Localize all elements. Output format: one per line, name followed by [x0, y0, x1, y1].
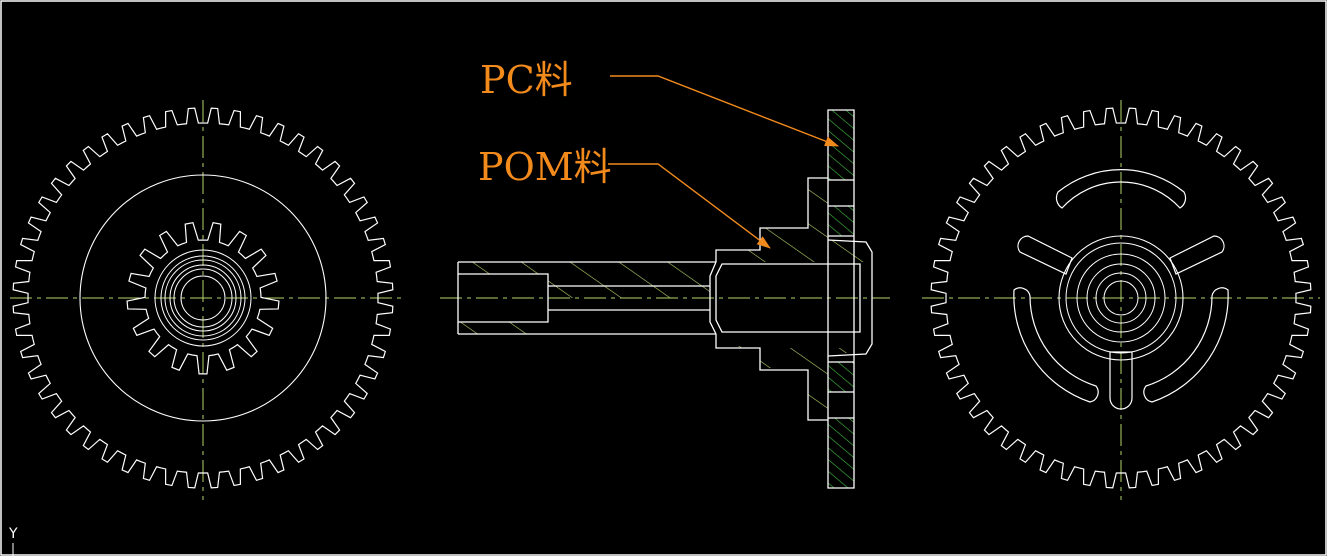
hub-circle — [1086, 263, 1156, 333]
pom-material-label: POM料 — [478, 145, 612, 189]
hub-circle — [1076, 253, 1166, 343]
hub-circle — [1095, 272, 1147, 324]
bore-circle — [180, 275, 226, 321]
hub-circle — [154, 249, 252, 347]
hub-circle — [1065, 242, 1177, 354]
pc-material-label: PC料 — [480, 58, 573, 102]
hub-circle — [173, 268, 233, 328]
hub-circle — [164, 259, 242, 337]
large-gear-teeth — [12, 107, 394, 489]
pc-hatch-upper — [828, 206, 854, 236]
spoke-slots — [1017, 235, 1225, 410]
pom-leader-line — [608, 163, 771, 249]
hub-circle — [160, 255, 246, 341]
ucs-y-label: Y — [8, 526, 18, 542]
hub-circle — [1058, 235, 1184, 361]
bore-circle — [1103, 280, 1139, 316]
pc-hatch-lower — [828, 362, 854, 392]
large-gear-teeth — [930, 107, 1312, 489]
hub-circle — [169, 264, 237, 332]
front-view-gear — [10, 100, 402, 500]
ucs-icon: Y — [8, 526, 18, 556]
pc-hatch-top — [828, 110, 854, 180]
rear-view-gear — [922, 100, 1320, 500]
arc-slot-top — [1055, 169, 1187, 209]
gear-web-circle — [79, 174, 327, 422]
pom-hatch-upper-shaft — [458, 262, 716, 298]
pinion-gear-teeth — [126, 221, 280, 375]
arc-slot-lower-right — [1143, 287, 1229, 403]
pc-hatch-bottom — [828, 418, 854, 488]
section-view: PC料 POM料 — [440, 58, 890, 489]
arc-slot-lower-left — [1013, 287, 1099, 403]
section-outlines — [457, 109, 873, 489]
pc-leader-line — [610, 75, 839, 147]
pom-hatch-lower-shaft — [458, 322, 548, 334]
pom-hatch-lower-flange — [458, 334, 866, 420]
